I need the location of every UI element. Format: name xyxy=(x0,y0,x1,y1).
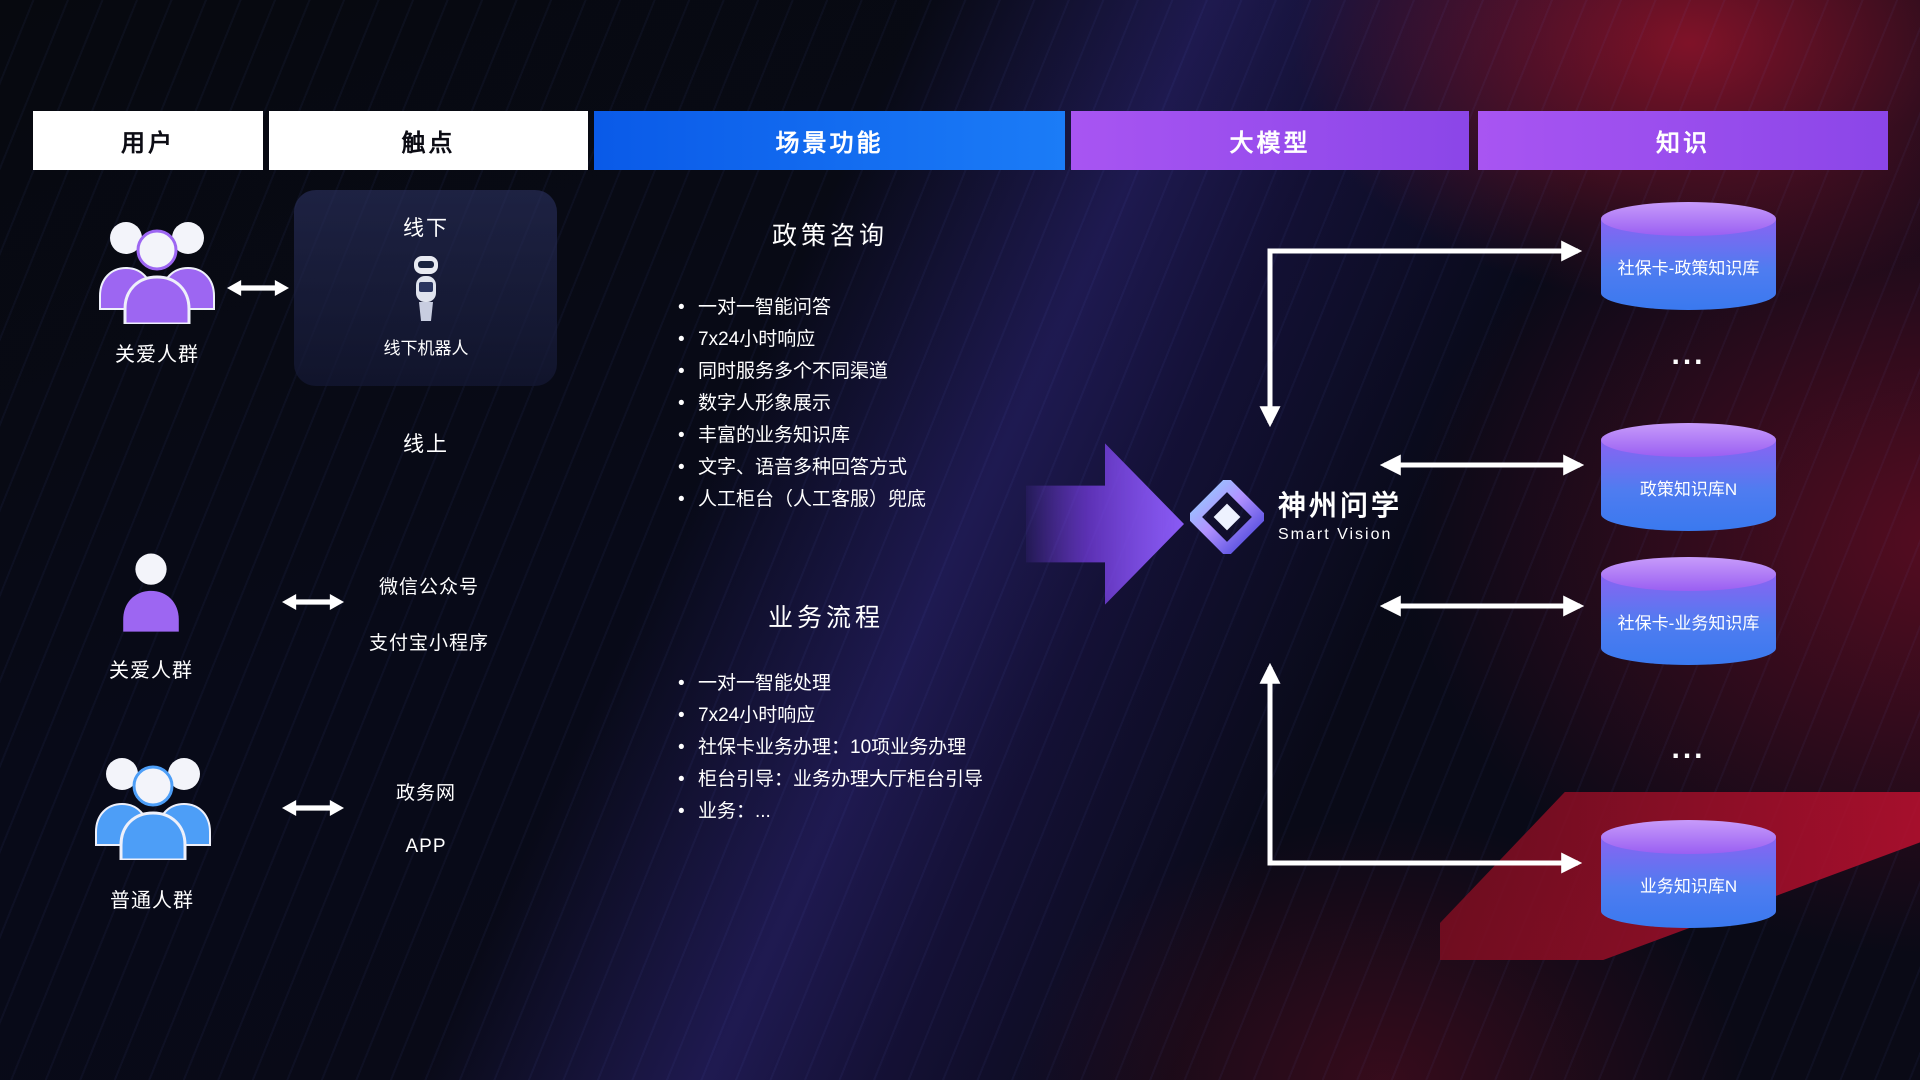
online-title: 线上 xyxy=(403,433,449,456)
bullet-item: 7x24小时响应 xyxy=(676,324,926,356)
kb-label: 社保卡-业务知识库 xyxy=(1617,614,1760,634)
smart-vision-logo: 神州问学 Smart Vision xyxy=(1190,480,1402,554)
user-group-label: 关爱人群 xyxy=(109,660,193,682)
kb-label: 业务知识库N xyxy=(1639,877,1738,897)
kb-label: 政策知识库N xyxy=(1639,480,1738,500)
kb-label: 社保卡-政策知识库 xyxy=(1617,259,1760,279)
robot-icon xyxy=(406,254,446,329)
bullet-item: 社保卡业务办理：10项业务办理 xyxy=(676,732,983,764)
cylinder-top xyxy=(1601,202,1776,236)
cylinder-top xyxy=(1601,423,1776,457)
ellipsis-dots: ... xyxy=(1671,338,1706,371)
header-model: 大模型 xyxy=(1071,111,1469,170)
bidirectional-arrow-icon xyxy=(282,798,344,823)
logo-diamond-icon xyxy=(1190,480,1264,554)
header-scene: 场景功能 xyxy=(594,111,1065,170)
user-group-label: 关爱人群 xyxy=(115,344,199,366)
bullet-item: 文字、语音多种回答方式 xyxy=(676,452,926,484)
single-person-icon xyxy=(118,548,184,637)
touchpoint-app: APP xyxy=(405,836,447,857)
kb-cylinder-business-shebao: 社保卡-业务知识库 xyxy=(1601,557,1776,665)
header-knowledge: 知识 xyxy=(1478,111,1888,170)
touchpoint-govweb: 政务网 xyxy=(395,783,457,804)
bullet-item: 丰富的业务知识库 xyxy=(676,420,926,452)
business-bullet-list: 一对一智能处理 7x24小时响应 社保卡业务办理：10项业务办理 柜台引导：业务… xyxy=(676,668,983,828)
model-subtitle: Smart Vision xyxy=(1278,525,1393,543)
connector-top-elbow-arrow xyxy=(1259,240,1583,428)
bullet-item: 一对一智能问答 xyxy=(676,292,926,324)
touchpoint-wechat: 微信公众号 xyxy=(378,577,480,598)
kb-cylinder-business-n: 业务知识库N xyxy=(1601,820,1776,928)
cylinder-top xyxy=(1601,557,1776,591)
offline-robot-label: 线下机器人 xyxy=(383,339,469,358)
bullet-item: 7x24小时响应 xyxy=(676,700,983,732)
policy-bullet-list: 一对一智能问答 7x24小时响应 同时服务多个不同渠道 数字人形象展示 丰富的业… xyxy=(676,292,926,516)
bullet-item: 同时服务多个不同渠道 xyxy=(676,356,926,388)
model-name: 神州问学 xyxy=(1278,490,1403,522)
bullet-item: 柜台引导：业务办理大厅柜台引导 xyxy=(676,764,983,796)
bullet-item: 数字人形象展示 xyxy=(676,388,926,420)
group-people-icon xyxy=(88,748,218,865)
offline-title: 线下 xyxy=(403,217,449,240)
ellipsis-dots: ... xyxy=(1671,732,1706,765)
kb-cylinder-policy-n: 政策知识库N xyxy=(1601,423,1776,531)
header-user: 用户 xyxy=(33,111,263,170)
header-touchpoint: 触点 xyxy=(269,111,588,170)
model-knowledge-connectors xyxy=(1259,240,1585,874)
cylinder-top xyxy=(1601,820,1776,854)
connector-bottom-elbow-arrow xyxy=(1259,662,1583,874)
bullet-item: 人工柜台（人工客服）兜底 xyxy=(676,484,926,516)
bullet-item: 一对一智能处理 xyxy=(676,668,983,700)
touchpoint-alipay: 支付宝小程序 xyxy=(368,633,490,654)
cylinder-body: 业务知识库N xyxy=(1601,837,1776,928)
logo-text: 神州问学 Smart Vision xyxy=(1278,490,1402,543)
bidirectional-arrow-icon xyxy=(282,592,344,617)
user-group-label: 普通人群 xyxy=(110,890,194,912)
section-title-business: 业务流程 xyxy=(767,604,885,632)
kb-cylinder-policy-shebao: 社保卡-政策知识库 xyxy=(1601,202,1776,310)
group-people-icon xyxy=(92,212,222,329)
bidirectional-arrow-icon xyxy=(227,278,289,303)
bullet-item: 业务：... xyxy=(676,796,983,828)
section-title-policy: 政策咨询 xyxy=(771,222,889,250)
